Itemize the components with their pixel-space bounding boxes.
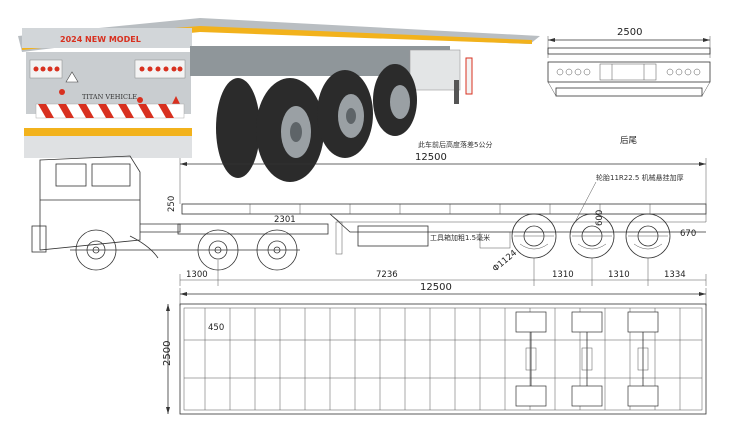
photo-warning-triangle-left bbox=[65, 71, 79, 83]
side-total-length-label: 12500 bbox=[415, 152, 447, 163]
photo-rear-deck bbox=[22, 28, 192, 48]
rear-height-label: 670 bbox=[680, 229, 696, 239]
height-difference-note: 此车前后高度落差5公分 bbox=[418, 140, 492, 149]
trailer-photo: 2024 NEW MODEL TITAN VEHICLE bbox=[18, 18, 540, 182]
rear-width-label: 2500 bbox=[617, 27, 642, 38]
top-cross-members bbox=[184, 308, 702, 410]
rear-view-caption: 后尾 bbox=[620, 135, 638, 146]
rear-overhang-label: 1334 bbox=[664, 270, 686, 280]
bed-height-label: 250 bbox=[167, 196, 177, 212]
top-axle-units bbox=[515, 311, 659, 407]
kingpin-axle-label: 7236 bbox=[376, 270, 398, 280]
suspension-side bbox=[514, 235, 668, 250]
axle-spacing-2-label: 1310 bbox=[608, 270, 630, 280]
tractor-wheels bbox=[75, 229, 298, 271]
axle-spacing-1-label: 1310 bbox=[552, 270, 574, 280]
tyre-height-label: 600 bbox=[595, 210, 605, 226]
top-length-label: 12500 bbox=[420, 282, 452, 293]
tyre-note: 轮胎11R22.5 机械悬挂加厚 bbox=[596, 173, 684, 182]
wheel-diameter-label: Φ1124 bbox=[491, 248, 519, 274]
toolbox-note: 工具箱加粗1.5毫米 bbox=[430, 233, 490, 242]
photo-brand-text: TITAN VEHICLE bbox=[82, 93, 137, 101]
photo-underrun-bar bbox=[24, 128, 192, 136]
side-dimension-chain: 1300 7236 1310 1310 1334 bbox=[179, 258, 707, 286]
front-offset-label: 1300 bbox=[186, 270, 208, 280]
tractor-cab bbox=[31, 155, 300, 259]
top-view-drawing: 12500 2500 450 bbox=[162, 282, 707, 415]
photo-toolbox bbox=[409, 49, 461, 91]
top-width-label: 2500 bbox=[162, 341, 173, 366]
rear-view-drawing: 2500 后尾 bbox=[547, 27, 711, 146]
photo-left-lightbar bbox=[29, 59, 63, 79]
spacing-label: 450 bbox=[208, 323, 224, 333]
side-view-drawing: 此车前后高度落差5公分 12500 2301 250 bbox=[31, 140, 707, 286]
trailer-deck-side: 工具箱加粗1.5毫米 bbox=[181, 203, 707, 255]
photo-deck-top bbox=[18, 18, 540, 52]
photo-tyres bbox=[216, 64, 417, 182]
photo-bed-text: 2024 NEW MODEL bbox=[60, 35, 141, 44]
fifth-wheel-label: 2301 bbox=[274, 215, 296, 225]
